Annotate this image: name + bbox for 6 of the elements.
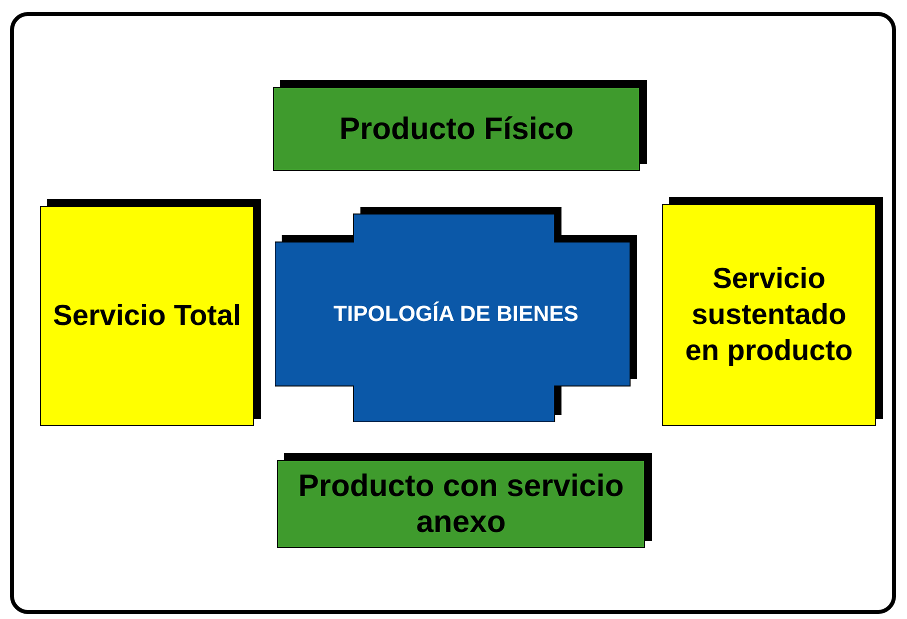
- center-cross-shape: [275, 206, 637, 422]
- node-label: Producto con servicio anexo: [298, 468, 624, 540]
- node-label: TIPOLOGÍA DE BIENES: [334, 301, 578, 327]
- node-label: Servicio Total: [52, 298, 242, 334]
- node-label: Producto Físico: [339, 111, 574, 147]
- node-label: Servicio sustentado en producto: [684, 262, 854, 370]
